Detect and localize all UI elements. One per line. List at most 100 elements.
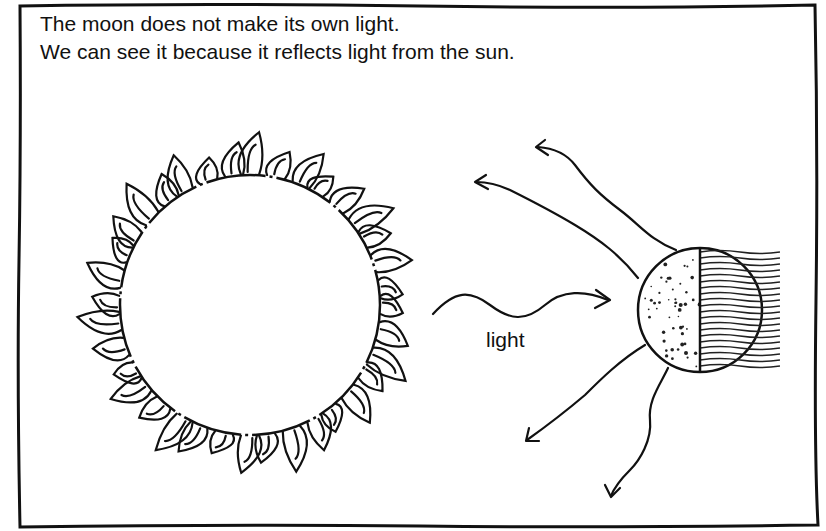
flame-curl bbox=[248, 145, 256, 172]
moon-speck bbox=[694, 352, 697, 355]
flame-curl bbox=[165, 421, 186, 441]
flame-curl bbox=[375, 257, 400, 260]
flame bbox=[376, 321, 408, 346]
moon-speck bbox=[648, 316, 651, 319]
moon-speck bbox=[663, 340, 666, 343]
flame-curl bbox=[120, 224, 134, 241]
frame bbox=[18, 5, 818, 528]
flame-curl bbox=[332, 410, 336, 425]
moon-speck bbox=[682, 326, 684, 328]
moon-speck bbox=[665, 354, 668, 357]
moon-speck bbox=[679, 283, 681, 285]
moon-speck bbox=[684, 351, 688, 355]
moon-speck bbox=[665, 349, 668, 352]
flame bbox=[77, 311, 121, 334]
flame-curl bbox=[382, 286, 396, 292]
moon-speck bbox=[668, 299, 670, 301]
flame-curl bbox=[133, 195, 149, 219]
flame-curl bbox=[100, 300, 117, 308]
flame-curl bbox=[231, 152, 237, 173]
moon-stripe bbox=[700, 275, 780, 278]
moon-speck bbox=[674, 298, 676, 300]
moon bbox=[638, 248, 780, 372]
moon-speck bbox=[650, 286, 652, 288]
flame bbox=[93, 338, 129, 361]
flame bbox=[238, 132, 262, 174]
moon-speck bbox=[672, 327, 675, 330]
moon-speck bbox=[650, 299, 653, 302]
flame-curl bbox=[97, 268, 119, 280]
moon-stripe bbox=[700, 293, 780, 296]
moon-stripe bbox=[700, 299, 780, 302]
moon-speck bbox=[686, 265, 688, 267]
flame-curl bbox=[314, 181, 327, 189]
flame bbox=[371, 249, 412, 272]
flame-curl bbox=[121, 387, 145, 396]
flame-curl bbox=[263, 437, 269, 455]
moon-speck bbox=[685, 291, 687, 293]
moon-speck bbox=[672, 289, 674, 291]
flame-curl bbox=[351, 391, 364, 413]
heading-line: We can see it because it reflects light … bbox=[40, 40, 515, 64]
moon-stripe bbox=[700, 341, 780, 344]
heading-line: The moon does not make its own light. bbox=[40, 12, 400, 36]
moon-stripe bbox=[700, 317, 780, 320]
moon-stripe bbox=[700, 335, 780, 338]
flame-curl bbox=[121, 374, 136, 377]
moon-speck bbox=[674, 305, 676, 307]
flame-curl bbox=[366, 369, 377, 384]
flame-curl bbox=[373, 355, 395, 373]
flame-curl bbox=[204, 165, 208, 180]
moon-stripe bbox=[700, 263, 780, 266]
moon-speck bbox=[690, 276, 694, 280]
flame bbox=[222, 142, 245, 176]
flame-curl bbox=[147, 406, 164, 414]
moon-speck bbox=[684, 343, 687, 346]
flame bbox=[87, 262, 123, 288]
moon-stripe bbox=[700, 251, 780, 254]
flame-curl bbox=[319, 419, 325, 440]
flame bbox=[266, 152, 290, 179]
moon-speck bbox=[678, 316, 680, 318]
flame-curl bbox=[383, 303, 396, 310]
moon-speck bbox=[658, 301, 661, 304]
moon-stripe bbox=[700, 305, 780, 308]
moon-speck bbox=[692, 259, 694, 261]
flame-curl bbox=[103, 349, 125, 353]
moon-stripe bbox=[700, 287, 780, 290]
flame-curl bbox=[90, 319, 118, 324]
moon-speck bbox=[669, 316, 671, 318]
moon-stripe bbox=[700, 353, 780, 356]
moon-speck bbox=[644, 298, 646, 300]
moon-speck bbox=[662, 331, 665, 334]
moon-stripe bbox=[700, 365, 780, 368]
moon-stripe bbox=[700, 281, 780, 284]
moon-speck bbox=[678, 308, 682, 312]
flame bbox=[367, 348, 406, 381]
moon-speck bbox=[667, 277, 670, 280]
moon-stripe bbox=[700, 347, 780, 350]
flame-curl bbox=[364, 232, 382, 236]
moon-speck bbox=[663, 263, 667, 267]
sun-flames bbox=[77, 132, 411, 473]
moon-stripe bbox=[700, 329, 780, 332]
flame-curl bbox=[336, 193, 355, 204]
moon-speck bbox=[675, 301, 678, 304]
moon-speck bbox=[670, 348, 674, 352]
moon-stripe bbox=[700, 257, 780, 260]
moon-speck bbox=[665, 281, 667, 283]
flame-curl bbox=[381, 329, 399, 341]
flame bbox=[379, 277, 403, 299]
moon-speck bbox=[680, 343, 684, 347]
moon-speck bbox=[687, 357, 689, 359]
moon-speck bbox=[658, 292, 660, 294]
moon-speck bbox=[684, 265, 686, 267]
moon-speck bbox=[656, 308, 658, 310]
moon-stripe bbox=[700, 311, 780, 314]
sun-disc bbox=[120, 175, 380, 435]
moon-speck bbox=[653, 302, 656, 305]
moon-speck bbox=[695, 366, 697, 368]
light-rays bbox=[433, 140, 676, 497]
ray-label: light bbox=[486, 328, 525, 352]
